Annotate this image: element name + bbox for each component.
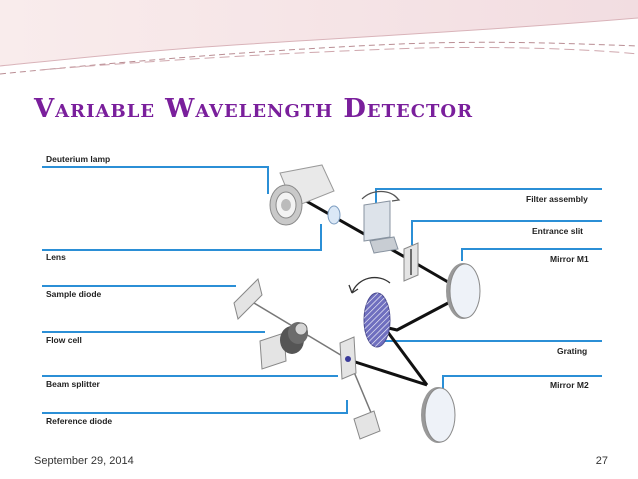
leader-mirror-m2 [442,375,602,389]
leader-filter-assembly [375,188,602,209]
label-flow-cell: Flow cell [46,335,82,345]
label-mirror-m2: Mirror M2 [550,380,589,390]
leader-lens [42,224,322,251]
reference-diode-component [353,410,381,440]
label-filter-assembly: Filter assembly [526,194,588,204]
label-lens: Lens [46,252,66,262]
sample-diode-component [233,278,263,320]
leader-reference-diode [42,400,348,414]
beam-splitter-component [339,336,357,380]
header-dash-line [0,41,638,75]
detector-diagram: Deuterium lamp Lens Sample diode Flow ce… [22,145,607,450]
label-reference-diode: Reference diode [46,416,112,426]
mirror-m1-component [446,263,481,319]
leader-entrance-slit [411,220,602,245]
label-entrance-slit: Entrance slit [532,226,583,236]
deuterium-lamp-component [269,164,335,226]
entrance-slit-component [403,242,419,282]
header-band [0,0,638,66]
slide-date: September 29, 2014 [34,455,134,467]
label-beam-splitter: Beam splitter [46,379,101,389]
flow-cell-component [259,322,308,370]
header-wave-line [0,17,638,67]
leader-deuterium-lamp [42,166,269,194]
filter-assembly-component [361,190,401,254]
label-sample-diode: Sample diode [46,289,102,299]
label-deuterium-lamp: Deuterium lamp [46,154,110,164]
lens-component [327,205,341,225]
mirror-m2-component [421,387,456,443]
leader-mirror-m1 [461,248,602,261]
label-mirror-m1: Mirror M1 [550,254,589,264]
header-dash-line-2 [39,46,638,71]
slide-page-number: 27 [595,455,608,467]
beam-to-splitter [348,358,428,387]
label-grating: Grating [557,346,587,356]
grating-component [348,276,391,348]
slide-title: Variable Wavelength Detector [34,94,474,124]
